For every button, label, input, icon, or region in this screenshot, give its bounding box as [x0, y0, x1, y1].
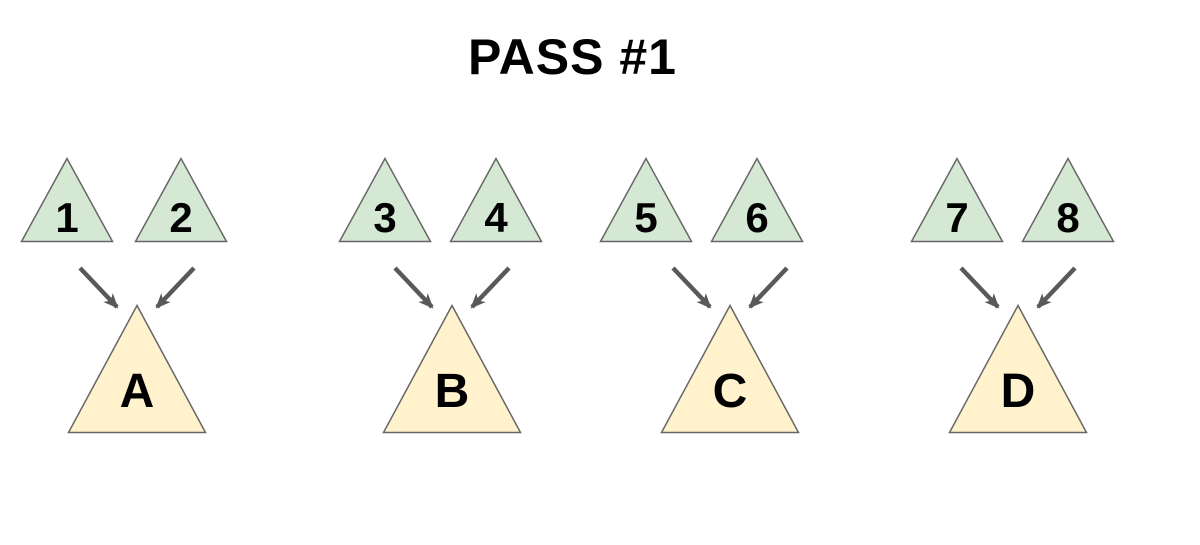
arrow-input6-to-c — [748, 266, 789, 309]
arrow-shaft — [1036, 266, 1077, 309]
arrow-input4-to-b — [470, 266, 511, 309]
triangle-shape — [382, 303, 522, 434]
input-triangle-7: 7 — [910, 156, 1004, 243]
input-triangle-5: 5 — [599, 156, 693, 243]
triangle-shape — [948, 303, 1088, 434]
arrow-shaft — [671, 266, 712, 309]
arrow-shaft — [470, 266, 511, 309]
input-triangle-2: 2 — [134, 156, 228, 243]
input-triangle-label: 8 — [1056, 194, 1080, 241]
output-triangle-c: C — [660, 303, 800, 434]
triangle-shape — [449, 156, 543, 243]
triangle-shape — [20, 156, 114, 243]
triangle-shape — [67, 303, 207, 434]
input-triangle-1: 1 — [20, 156, 114, 243]
input-triangle-label: 1 — [55, 194, 79, 241]
arrow-input2-to-a — [155, 266, 196, 309]
output-triangle-label: D — [1000, 365, 1036, 418]
output-triangle-a: A — [67, 303, 207, 434]
triangle-shape — [338, 156, 432, 243]
triangle-shape — [660, 303, 800, 434]
arrow-input7-to-d — [959, 266, 1000, 309]
arrow-shaft — [748, 266, 789, 309]
triangle-shape — [134, 156, 228, 243]
triangle-shape — [910, 156, 1004, 243]
arrow-shaft — [155, 266, 196, 309]
input-triangle-label: 3 — [373, 194, 397, 241]
output-triangle-d: D — [948, 303, 1088, 434]
input-triangle-8: 8 — [1021, 156, 1115, 243]
arrow-input5-to-c — [671, 266, 712, 309]
output-triangle-label: A — [119, 365, 155, 418]
input-triangle-4: 4 — [449, 156, 543, 243]
input-triangle-label: 6 — [745, 194, 769, 241]
triangle-shape — [710, 156, 804, 243]
input-triangle-3: 3 — [338, 156, 432, 243]
arrow-input1-to-a — [78, 266, 119, 309]
triangle-shape — [1021, 156, 1115, 243]
input-triangle-label: 4 — [484, 194, 508, 241]
diagram-title: PASS #1 — [468, 29, 677, 85]
arrow-input8-to-d — [1036, 266, 1077, 309]
input-triangle-label: 7 — [945, 194, 969, 241]
input-triangle-label: 5 — [634, 194, 658, 241]
output-triangle-label: C — [712, 365, 748, 418]
output-triangle-b: B — [382, 303, 522, 434]
input-triangle-label: 2 — [169, 194, 193, 241]
arrow-shaft — [959, 266, 1000, 309]
output-triangle-label: B — [434, 365, 470, 418]
arrow-shaft — [393, 266, 434, 309]
arrow-input3-to-b — [393, 266, 434, 309]
input-triangle-6: 6 — [710, 156, 804, 243]
arrow-shaft — [78, 266, 119, 309]
triangle-shape — [599, 156, 693, 243]
